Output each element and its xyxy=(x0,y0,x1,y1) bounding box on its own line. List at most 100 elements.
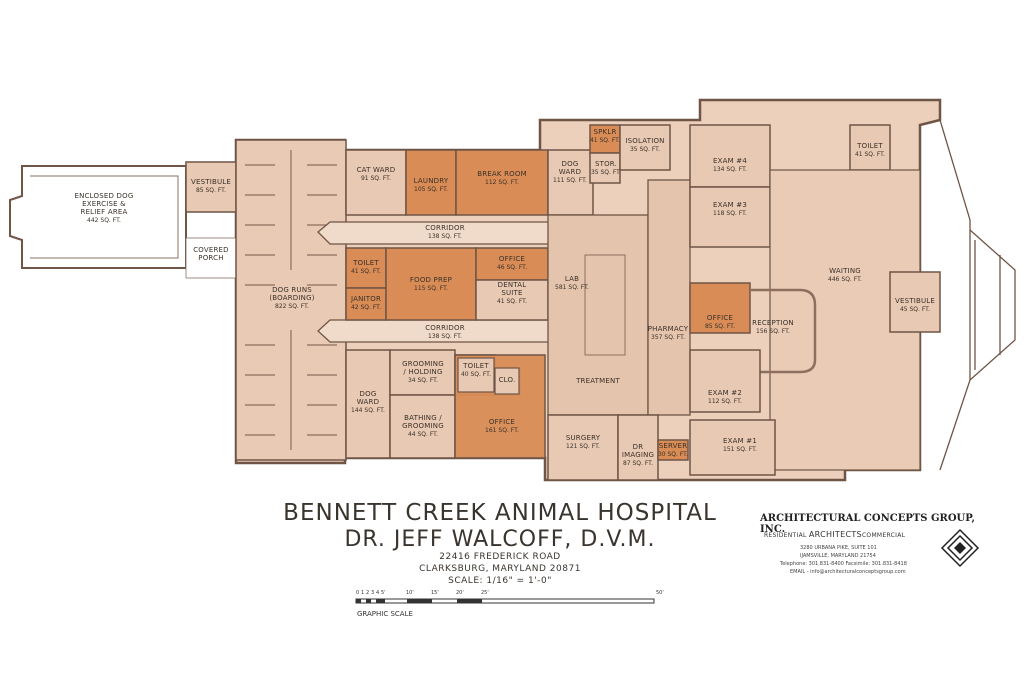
scale-tick-label: 10' xyxy=(406,590,414,596)
room-name: DOG xyxy=(562,160,579,168)
room-area: 156 SQ. FT. xyxy=(756,328,790,335)
room-name: / HOLDING xyxy=(403,368,442,376)
covered-porch xyxy=(185,237,237,279)
firm-email: EMAIL - info@architecturalconceptsgroup.… xyxy=(790,569,906,575)
scale-tick-label: 15' xyxy=(431,590,439,596)
room-area: 91 SQ. FT. xyxy=(361,175,391,182)
room-area: 41 SQ. FT. xyxy=(351,268,381,275)
room-name: RELIEF AREA xyxy=(81,208,128,216)
firm-tagline: RESIDENTIAL ARCHITECTSCOMMERCIAL xyxy=(764,530,905,539)
room-name: BREAK ROOM xyxy=(477,170,527,178)
room-name: GROOMING xyxy=(402,422,444,430)
firm-tag-architects: ARCHITECTS xyxy=(808,530,862,539)
scale-tick-label: 2 xyxy=(366,590,370,596)
room-name: SERVER xyxy=(659,442,688,450)
room-name: WARD xyxy=(559,168,581,176)
graphic-scale-label: GRAPHIC SCALE xyxy=(357,610,413,618)
room-area: 30 SQ. FT. xyxy=(658,451,688,458)
room-area: 144 SQ. FT. xyxy=(351,407,385,414)
room-name: ISOLATION xyxy=(625,137,664,145)
room-name: EXAM #4 xyxy=(713,157,747,165)
room-area: 134 SQ. FT. xyxy=(713,166,747,173)
firm-logo-icon xyxy=(940,528,980,568)
room-name: RECEPTION xyxy=(752,319,794,327)
surgery xyxy=(547,414,619,481)
room-name: EXAM #3 xyxy=(713,201,747,209)
room-area: 111 SQ. FT. xyxy=(553,177,587,184)
room-area: 446 SQ. FT. xyxy=(828,276,862,283)
scale-tick-label: 20' xyxy=(456,590,464,596)
room-area: 138 SQ. FT. xyxy=(428,333,462,340)
room-name: DOG RUNS xyxy=(272,286,312,294)
vestibule-east xyxy=(889,271,941,333)
entrance-canopy xyxy=(939,119,1016,471)
drawing-scale: SCALE: 1/16" = 1'-0" xyxy=(448,576,552,586)
room-name: TREATMENT xyxy=(575,377,620,385)
dog-ward-south xyxy=(345,349,391,459)
room-name: WARD xyxy=(357,398,379,406)
firm-address-2: IJAMSVILLE, MARYLAND 21754 xyxy=(800,553,876,559)
room-name: SURGERY xyxy=(566,434,601,442)
room-area: 442 SQ. FT. xyxy=(87,217,121,224)
room-name: (BOARDING) xyxy=(269,294,314,302)
clo-overlay xyxy=(494,367,520,395)
firm-tag-residential: RESIDENTIAL xyxy=(764,532,807,539)
room-name: LAB xyxy=(565,275,579,283)
address-line-2: CLARKSBURG, MARYLAND 20871 xyxy=(419,564,581,574)
room-area: 42 SQ. FT. xyxy=(351,304,381,311)
scale-tick-label: 25' xyxy=(481,590,489,596)
room-label-clo: CLO. xyxy=(499,376,516,384)
room-area: 44 SQ. FT. xyxy=(408,431,438,438)
room-name: SPKLR xyxy=(593,128,616,136)
exam-2 xyxy=(689,349,761,413)
exam-3 xyxy=(689,186,771,248)
room-area: 41 SQ. FT. xyxy=(497,298,527,305)
exam-1 xyxy=(689,419,776,476)
room-area: 161 SQ. FT. xyxy=(485,427,519,434)
stor xyxy=(589,152,621,184)
room-name: EXERCISE & xyxy=(82,200,126,208)
room-name: DENTAL xyxy=(498,281,527,289)
room-area: 41 SQ. FT. xyxy=(855,151,885,158)
doctor-name: DR. JEFF WALCOFF, D.V.M. xyxy=(344,527,656,552)
room-area: 35 SQ. FT. xyxy=(630,146,660,153)
reception-desk xyxy=(750,288,817,374)
room-area: 41 SQ. FT. xyxy=(590,137,620,144)
room-area: 121 SQ. FT. xyxy=(566,443,600,450)
room-name: DOG xyxy=(360,390,377,398)
graphic-scale-bar xyxy=(355,598,655,604)
room-area: 357 SQ. FT. xyxy=(651,334,685,341)
janitor xyxy=(345,287,387,321)
exam-4 xyxy=(689,124,771,188)
room-name: STOR. xyxy=(595,160,617,168)
room-area: 85 SQ. FT. xyxy=(705,323,735,330)
room-area: 46 SQ. FT. xyxy=(497,264,527,271)
room-name: EXAM #2 xyxy=(708,389,742,397)
scale-tick-label: 5' xyxy=(381,590,386,596)
laundry xyxy=(405,149,457,216)
